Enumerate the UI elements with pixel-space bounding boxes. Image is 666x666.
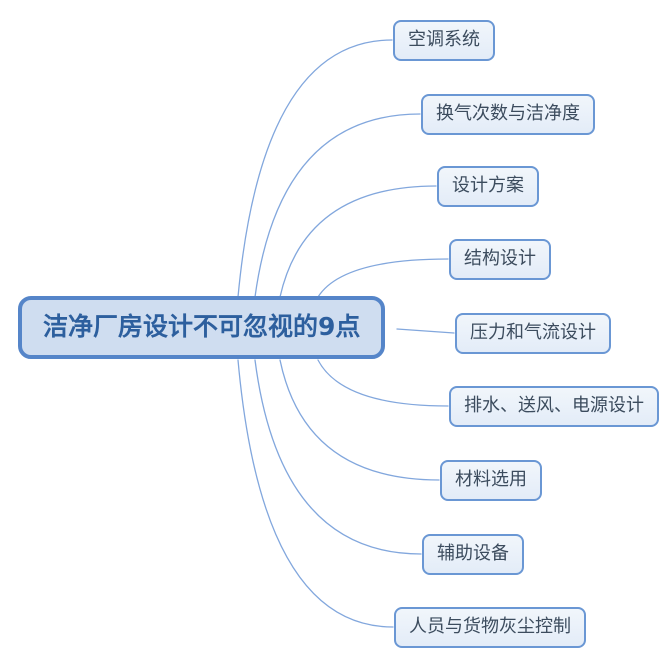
connector-line-9 bbox=[237, 359, 394, 628]
topic-node-air-change[interactable]: 换气次数与洁净度 bbox=[421, 94, 595, 135]
topic-node-structure-design[interactable]: 结构设计 bbox=[449, 239, 551, 280]
topic-node-air-conditioning[interactable]: 空调系统 bbox=[393, 20, 495, 61]
connector-line-2 bbox=[254, 113, 421, 298]
topic-node-auxiliary-equipment[interactable]: 辅助设备 bbox=[422, 534, 524, 575]
connector-line-4 bbox=[317, 258, 449, 298]
topic-node-pressure-airflow[interactable]: 压力和气流设计 bbox=[455, 313, 611, 354]
topic-node-drainage-power[interactable]: 排水、送风、电源设计 bbox=[449, 386, 659, 427]
connector-line-6 bbox=[317, 359, 449, 407]
connector-line-7 bbox=[279, 359, 440, 481]
topic-node-design-plan[interactable]: 设计方案 bbox=[437, 166, 539, 207]
connector-line-3 bbox=[279, 185, 437, 298]
connector-line-8 bbox=[254, 359, 422, 555]
topic-node-material-selection[interactable]: 材料选用 bbox=[440, 460, 542, 501]
central-topic-node[interactable]: 洁净厂房设计不可忽视的9点 bbox=[18, 296, 386, 359]
topic-node-dust-control[interactable]: 人员与货物灰尘控制 bbox=[394, 607, 586, 648]
connector-line-1 bbox=[237, 39, 393, 298]
connector-line-5 bbox=[396, 328, 455, 334]
